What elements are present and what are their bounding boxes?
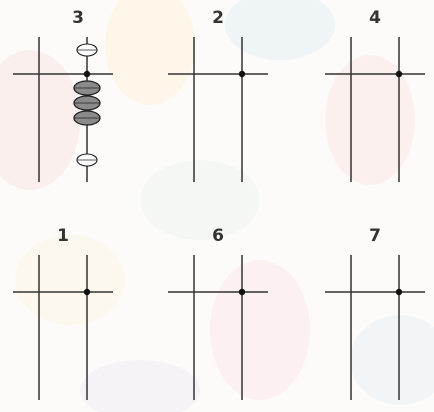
abacus-rods — [165, 4, 305, 194]
abacus-rods — [322, 4, 434, 194]
abacus-panel-4: 1 — [10, 222, 150, 412]
abacus-panel-2: 2 — [165, 4, 305, 194]
unit-point-dot — [396, 289, 402, 295]
unit-point-dot — [396, 71, 402, 77]
unit-point-dot — [84, 71, 90, 77]
abacus-rods — [165, 222, 305, 412]
unit-point-dot — [239, 289, 245, 295]
abacus-panel-5: 6 — [165, 222, 305, 412]
abacus-rods — [10, 4, 150, 194]
abacus-rods — [322, 222, 434, 412]
abacus-rods — [10, 222, 150, 412]
unit-point-dot — [84, 289, 90, 295]
abacus-panel-6: 7 — [322, 222, 434, 412]
abacus-panel-3: 4 — [322, 4, 434, 194]
abacus-panel-1: 3 — [10, 4, 150, 194]
unit-point-dot — [239, 71, 245, 77]
